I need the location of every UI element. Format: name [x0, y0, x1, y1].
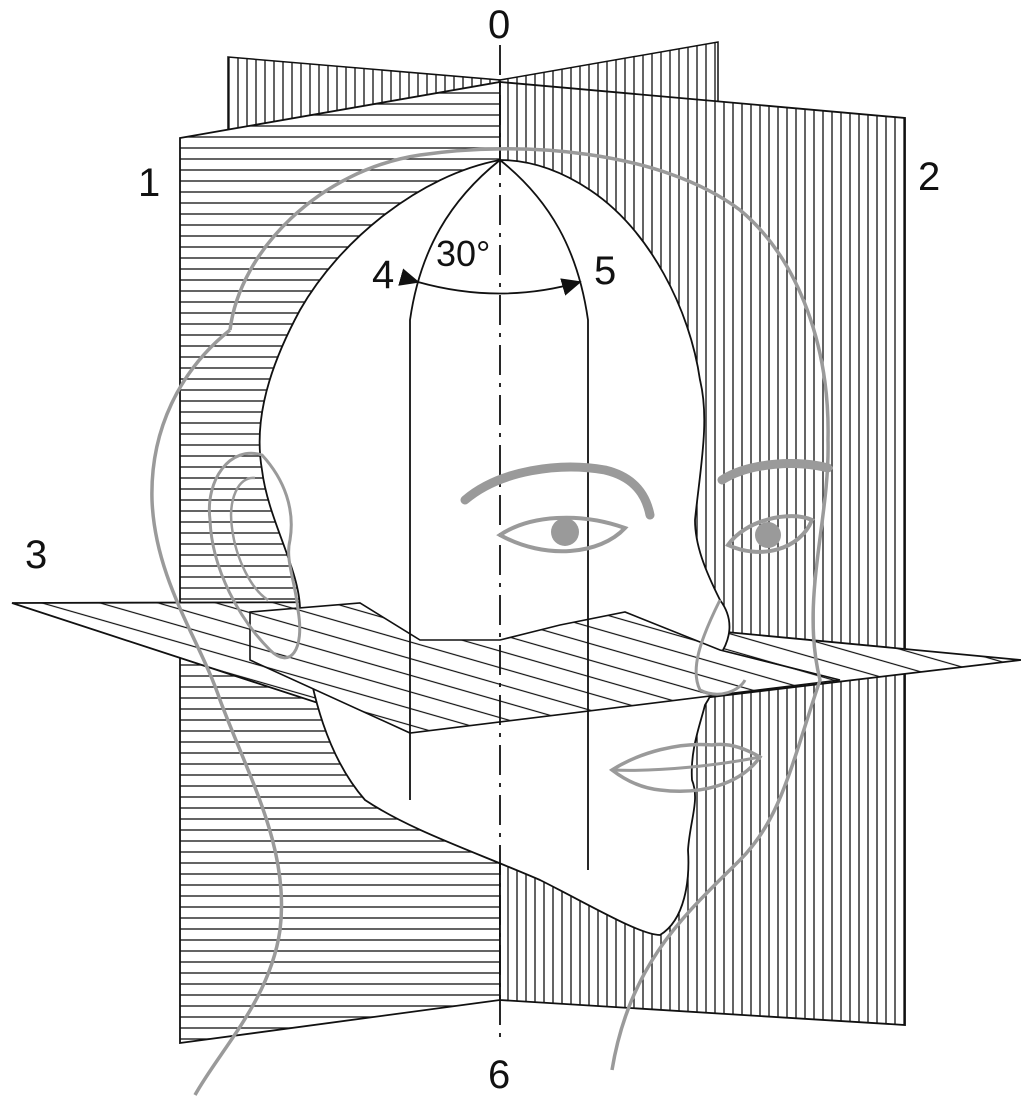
line-4: [409, 159, 501, 800]
plane-3-front: [249, 602, 841, 734]
line-5: [499, 159, 589, 870]
label-3: 3: [25, 533, 47, 577]
nose: [694, 599, 747, 696]
left-pupil: [551, 518, 579, 546]
right-eyebrow: [717, 459, 833, 485]
label-1: 1: [138, 161, 160, 205]
lip-line: [611, 755, 761, 772]
label-0: 0: [488, 3, 510, 47]
left-eye: [496, 515, 629, 554]
label-6: 6: [488, 1053, 510, 1097]
face-outline: [228, 147, 830, 1071]
left-eyebrow: [460, 462, 655, 520]
back-of-head: [150, 328, 284, 1096]
label-4: 4: [372, 253, 394, 297]
angle-label: 30°: [436, 233, 490, 274]
ear: [207, 451, 302, 660]
label-2: 2: [918, 155, 940, 199]
angle-arc: [398, 268, 582, 296]
right-pupil: [755, 522, 781, 548]
ear-inner: [229, 476, 269, 602]
right-eye: [725, 514, 815, 554]
head-silhouette: [258, 159, 731, 936]
label-5: 5: [594, 249, 616, 293]
